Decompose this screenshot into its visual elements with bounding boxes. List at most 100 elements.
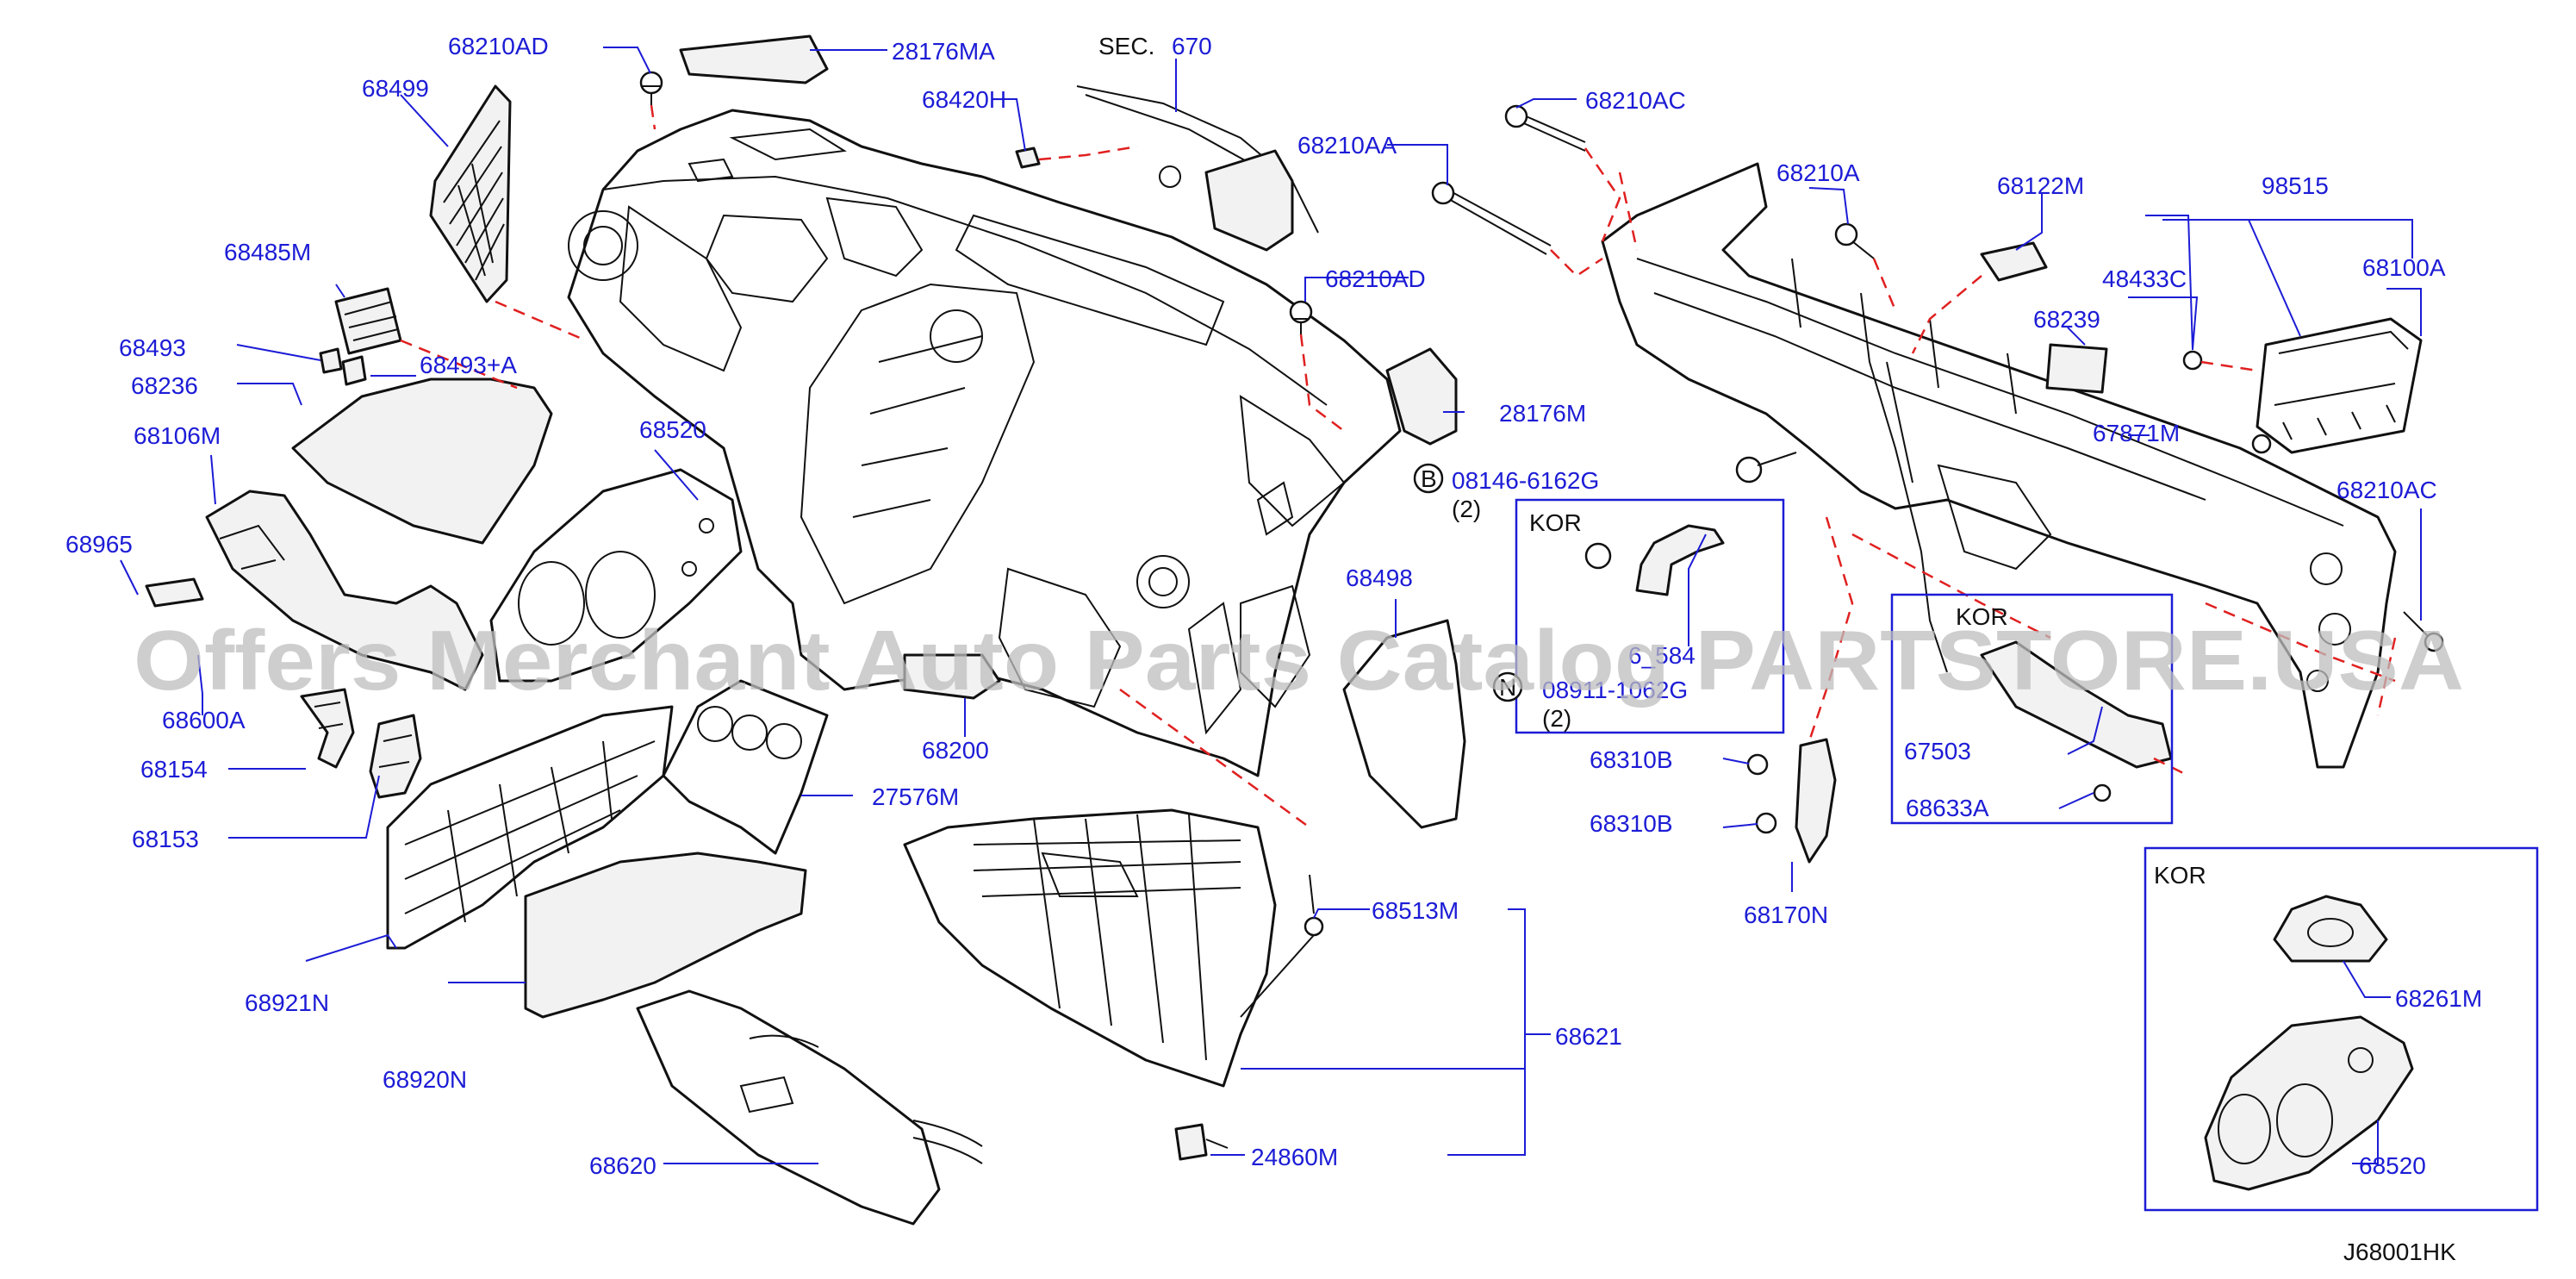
label-68921N[interactable]: 68921N [245,989,329,1016]
kor-box-3 [2144,846,2539,1212]
part-68620[interactable] [636,989,983,1226]
part-68420H[interactable] [1015,147,1041,169]
part-68498[interactable] [1342,619,1466,829]
part-68921N[interactable] [386,705,674,950]
label-68920N[interactable]: 68920N [383,1066,467,1093]
label-68310B-a[interactable]: 68310B [1590,746,1673,773]
leader-lines [120,47,2422,1164]
part-68153[interactable] [369,714,422,799]
label-68210AD-mid[interactable]: 68210AD [1325,265,1426,292]
part-68210AA[interactable] [1431,181,1552,255]
label-27576M[interactable]: 27576M [872,783,959,810]
label-68499[interactable]: 68499 [362,75,429,102]
part-68154[interactable] [300,688,355,769]
label-28176M[interactable]: 28176M [1499,400,1586,427]
label-68210AA[interactable]: 68210AA [1297,132,1397,159]
label-68310B-b[interactable]: 68310B [1590,810,1673,837]
part-instrument-panel[interactable] [567,109,1402,777]
part-68239[interactable] [2045,343,2108,394]
part-68170N[interactable] [1746,738,1837,864]
label-08911-1062G[interactable]: 08911-1062G [1542,677,1688,703]
label-68210AC-top[interactable]: 68210AC [1585,87,1686,114]
part-68210AD-top[interactable] [639,71,663,105]
part-68920N[interactable] [524,852,807,1019]
part-68485M[interactable] [334,287,402,355]
label-68633A[interactable]: 68633A [1906,795,1989,821]
label-68153[interactable]: 68153 [132,826,199,852]
label-kor-3: KOR [2154,862,2206,889]
label-sec-num[interactable]: 670 [1172,33,1212,59]
label-68485M[interactable]: 68485M [224,239,311,265]
part-68493[interactable] [319,347,343,374]
part-68122M[interactable] [1980,241,2048,282]
part-labels: 68210AD 28176MA SEC. 670 68420H 68210AC … [65,33,2482,1265]
part-67503[interactable] [1980,640,2173,802]
part-68236[interactable] [291,377,553,545]
part-68106M[interactable] [205,490,484,691]
label-kor-2: KOR [1956,603,2008,630]
label-marker-b: B [1421,465,1437,492]
label-68106M[interactable]: 68106M [134,422,221,449]
marker-b-circle [1413,463,1444,494]
label-68965[interactable]: 68965 [65,531,133,558]
label-08146-6162G[interactable]: 08146-6162G [1452,467,1599,494]
part-68210AD-mid[interactable] [1289,300,1313,334]
part-24860M[interactable] [1174,1123,1229,1161]
marker-n-circle [1492,671,1523,702]
label-68210A[interactable]: 68210A [1776,159,1860,186]
label-28176MA[interactable]: 28176MA [892,38,995,65]
label-68420H[interactable]: 68420H [922,86,1006,113]
label-68261M[interactable]: 68261M [2395,985,2482,1012]
label-68621[interactable]: 68621 [1555,1023,1622,1050]
part-outlines [145,34,2444,1226]
part-6_584[interactable] [1584,524,1725,596]
label-67871M[interactable]: 67871M [2093,420,2180,446]
label-98515[interactable]: 98515 [2262,172,2329,199]
part-68520[interactable] [489,468,743,683]
watermark: Offers Merchant Auto Parts Catalog PARTS… [134,613,2464,708]
label-68513M[interactable]: 68513M [1372,897,1459,924]
part-68493A[interactable] [341,355,367,386]
part-68513M[interactable] [1240,874,1324,1018]
label-24860M[interactable]: 24860M [1251,1144,1338,1170]
label-68620[interactable]: 68620 [589,1152,656,1179]
part-28176M[interactable] [1385,347,1458,446]
label-68210AD-top[interactable]: 68210AD [448,33,549,59]
part-68200[interactable] [903,653,1001,700]
part-67871M[interactable] [1601,162,2397,769]
label-6_584[interactable]: 6_584 [1628,642,1696,669]
label-68210AC-right[interactable]: 68210AC [2336,477,2437,503]
label-68100A[interactable]: 68100A [2362,254,2446,281]
label-68493[interactable]: 68493 [119,334,186,361]
part-68210AC-top[interactable] [1504,104,1586,152]
part-68100A[interactable] [2256,317,2423,454]
label-68170N[interactable]: 68170N [1744,902,1828,928]
label-68520[interactable]: 68520 [639,416,706,443]
label-68200[interactable]: 68200 [922,737,989,764]
label-68600A[interactable]: 68600A [162,707,246,733]
part-27576M[interactable] [662,679,829,855]
label-68493A[interactable]: 68493+A [420,352,517,378]
label-68122M[interactable]: 68122M [1997,172,2084,199]
label-08911-qty: (2) [1542,705,1571,732]
part-28176MA[interactable] [679,34,829,84]
part-68210A[interactable] [1834,222,1875,259]
label-68236[interactable]: 68236 [131,372,198,399]
part-68965[interactable] [145,577,204,608]
part-68520-kor[interactable] [2204,1015,2414,1191]
label-68239[interactable]: 68239 [2033,306,2100,333]
label-68520-kor[interactable]: 68520 [2359,1152,2426,1179]
label-48433C[interactable]: 48433C [2102,265,2187,292]
label-67503[interactable]: 67503 [1904,738,1971,764]
part-68621[interactable] [903,808,1277,1088]
part-sec-670 [1076,85,1319,252]
part-68261M-kor[interactable] [2273,895,2388,963]
label-68154[interactable]: 68154 [140,756,208,783]
dashed-guides [400,104,2397,829]
label-68498[interactable]: 68498 [1346,565,1413,591]
part-68499[interactable] [429,84,512,303]
kor-box-1 [1515,498,1785,734]
part-68210AC-right[interactable] [2403,611,2444,652]
part-48433C[interactable] [2182,350,2272,454]
